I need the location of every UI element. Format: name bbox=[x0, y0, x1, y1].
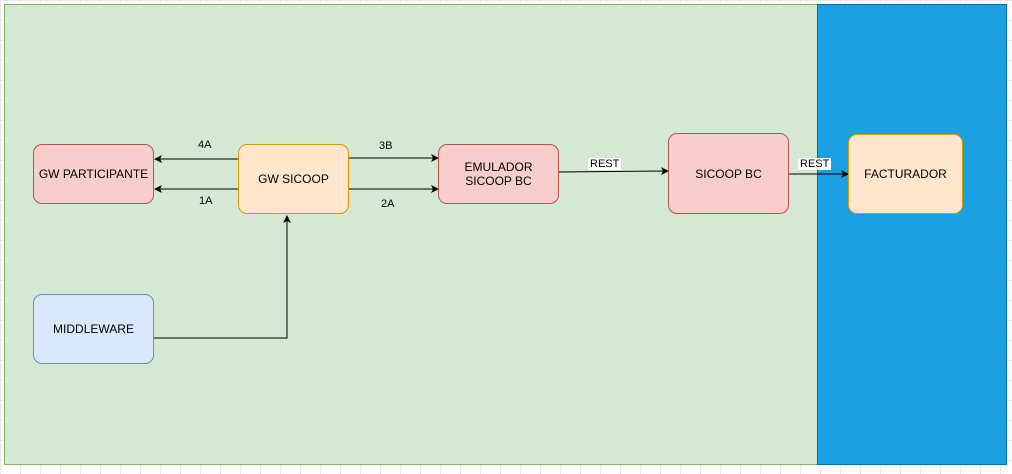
edge-label-2a: 2A bbox=[381, 198, 395, 210]
node-sicoop-bc[interactable]: SICOOP BC bbox=[668, 133, 789, 214]
node-gw-participante[interactable]: GW PARTICIPANTE bbox=[33, 144, 154, 204]
edge-label-rest-2: REST bbox=[798, 158, 832, 170]
edge-middleware-gw-sicoop[interactable] bbox=[154, 215, 291, 339]
local-zone-region bbox=[4, 4, 818, 465]
edge-label-3b: 3B bbox=[379, 140, 393, 152]
node-gw-sicoop[interactable]: GW SICOOP bbox=[238, 144, 349, 214]
edge-label-4a: 4A bbox=[198, 139, 212, 151]
external-zone-region bbox=[817, 4, 1007, 465]
node-facturador-label: FACTURADOR bbox=[864, 167, 947, 181]
edge-label-rest-1: REST bbox=[588, 158, 622, 170]
node-middleware[interactable]: MIDDLEWARE bbox=[33, 294, 154, 364]
node-emulador-label: EMULADOR SICOOP BC bbox=[464, 160, 533, 188]
node-middleware-label: MIDDLEWARE bbox=[53, 322, 134, 336]
node-emulador-sicoop-bc[interactable]: EMULADOR SICOOP BC bbox=[438, 144, 559, 204]
node-gw-participante-label: GW PARTICIPANTE bbox=[38, 167, 149, 181]
node-facturador[interactable]: FACTURADOR bbox=[848, 134, 963, 214]
edge-label-1a: 1A bbox=[199, 195, 213, 207]
edge-rest-emulador-sicoop[interactable] bbox=[558, 167, 669, 176]
node-sicoop-bc-label: SICOOP BC bbox=[695, 166, 762, 181]
node-gw-sicoop-label: GW SICOOP bbox=[258, 172, 329, 186]
